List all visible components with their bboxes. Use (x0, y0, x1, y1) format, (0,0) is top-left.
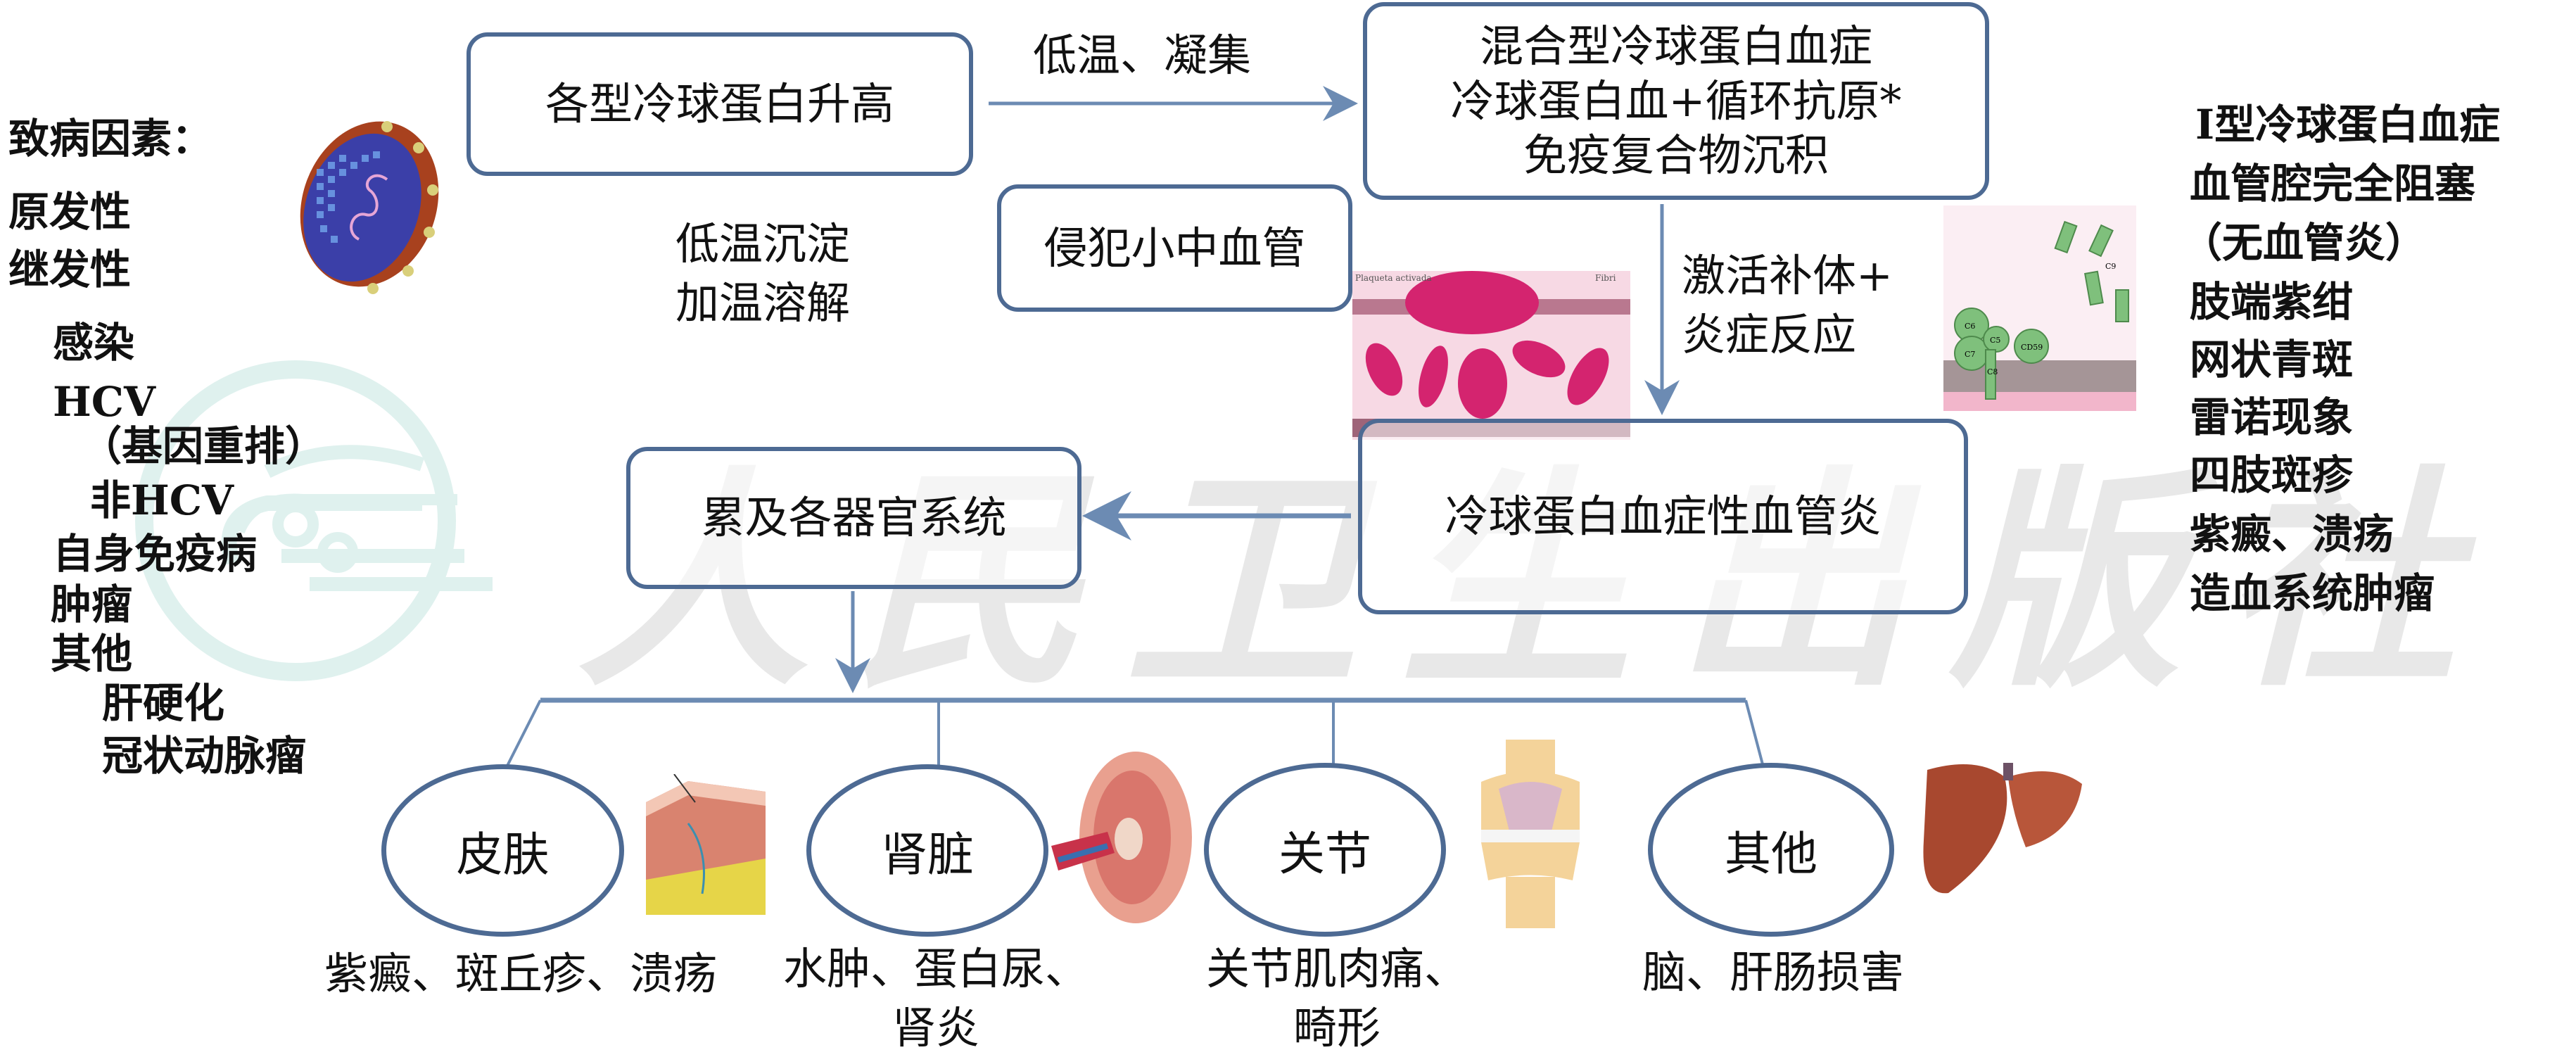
blood-label: Fibri (1595, 273, 1616, 283)
publisher-logo-watermark (135, 360, 493, 681)
skin-layers-icon (646, 774, 766, 915)
note-line: 加温溶解 (675, 277, 851, 329)
skin-illustration-image (646, 774, 766, 915)
organ-label: 关节 (1279, 826, 1371, 881)
type1-item: 紫癜、溃疡 (2190, 510, 2394, 558)
finding-other: 脑、肝肠损害 (1625, 943, 1921, 1002)
branch-other (1744, 700, 1764, 765)
type1-item: 雷诺现象 (2190, 393, 2354, 441)
cause-item: 非HCV (90, 476, 234, 524)
edge-label-complement: 激活补体+ 炎症反应 (1682, 246, 1893, 364)
organ-node-joint: 关节 (1204, 763, 1446, 937)
kidney-icon (1051, 752, 1192, 923)
complement-complex-icon: C6 C7 C5 C8 C9 CD59 (1943, 220, 2136, 411)
note-line: 激活补体+ (1682, 250, 1893, 301)
organ-label: 其他 (1725, 826, 1817, 881)
type1-item: 四肢斑疹 (2190, 451, 2354, 499)
cause-item: 原发性 (8, 188, 132, 236)
type1-title: Ⅰ型冷球蛋白血症 (2195, 101, 2501, 148)
type1-item: 网状青斑 (2190, 336, 2354, 384)
knee-joint-illustration-image (1467, 740, 1594, 928)
edge-label-cold-aggregate: 低温、凝集 (1033, 30, 1252, 81)
node-cryoglobulinemic-vasculitis: 冷球蛋白血症性血管炎 (1358, 419, 1968, 614)
edge-label-precipitate: 低温沉淀 加温溶解 (675, 215, 850, 332)
complement-label: C6 (1965, 322, 1975, 331)
complement-label: CD59 (2021, 343, 2043, 352)
node-label: 累及各器官系统 (701, 492, 1007, 544)
complement-illustration-image: C6 C7 C5 C8 C9 CD59 (1943, 205, 2136, 411)
blood-label: Plaqueta activada (1355, 273, 1432, 283)
node-label-line: 冷球蛋白血+循环抗原* (1450, 75, 1902, 127)
liver-icon (1923, 763, 2082, 894)
finding-line: 脑、肝肠损害 (1642, 947, 1904, 998)
complement-label: C9 (2105, 262, 2116, 271)
complement-label: C8 (1987, 367, 1998, 376)
finding-kidney: 水肿、蛋白尿、 肾炎 (774, 939, 1098, 1057)
finding-line: 畸形 (1293, 1001, 1381, 1053)
branch-skin (506, 700, 542, 766)
node-label: 侵犯小中血管 (1043, 222, 1306, 274)
node-label: 各型冷球蛋白升高 (545, 78, 894, 130)
node-small-medium-vessels: 侵犯小中血管 (997, 184, 1352, 312)
finding-skin: 紫癜、斑丘疹、溃疡 (303, 944, 739, 1004)
organ-node-skin: 皮肤 (381, 764, 624, 937)
cause-item: 自身免疫病 (53, 530, 258, 578)
finding-line: 关节肌肉痛、 (1205, 943, 1468, 994)
cause-item: HCV (53, 378, 156, 426)
type1-item: 肢端紫绀 (2190, 278, 2354, 326)
blood-clot-illustration-image: Plaqueta activada Fibri (1352, 271, 1630, 440)
node-mixed-cryoglobulinemia: 混合型冷球蛋白血症 冷球蛋白血+循环抗原* 免疫复合物沉积 (1363, 2, 1989, 200)
node-label-line: 混合型冷球蛋白血症 (1479, 20, 1872, 72)
cause-item: 感染 (53, 319, 135, 367)
node-label: 冷球蛋白血症性血管炎 (1445, 490, 1882, 543)
blood-cells-icon: Plaqueta activada Fibri (1352, 271, 1630, 437)
node-cryoglobulin-elevated: 各型冷球蛋白升高 (467, 32, 973, 176)
node-label-line: 免疫复合物沉积 (1523, 129, 1829, 182)
cause-item: 肝硬化 (102, 679, 225, 727)
complement-label: C5 (1990, 336, 2000, 345)
type1-item: （无血管炎） (2181, 219, 2427, 267)
finding-joint: 关节肌肉痛、 畸形 (1200, 939, 1474, 1057)
cause-item: 冠状动脉瘤 (102, 732, 307, 780)
note-line: 炎症反应 (1682, 308, 1857, 360)
organ-node-other: 其他 (1648, 763, 1894, 937)
node-organ-systems: 累及各器官系统 (626, 447, 1081, 589)
organ-node-kidney: 肾脏 (806, 764, 1048, 937)
causes-title: 致病因素： (8, 115, 213, 163)
virus-illustration-image (281, 113, 450, 296)
finding-line: 紫癜、斑丘疹、溃疡 (324, 948, 717, 999)
liver-illustration-image (1906, 756, 2095, 897)
type1-item: 造血系统肿瘤 (2190, 569, 2435, 617)
cause-item: 继发性 (8, 246, 132, 293)
cause-item: 肿瘤 (51, 581, 133, 628)
organ-label: 皮肤 (456, 827, 550, 882)
note-line: 低温沉淀 (675, 218, 851, 270)
finding-line: 肾炎 (892, 1001, 979, 1053)
organ-label: 肾脏 (881, 827, 974, 882)
finding-line: 水肿、蛋白尿、 (782, 943, 1089, 994)
complement-label: C7 (1965, 350, 1975, 359)
kidney-illustration-image (1051, 747, 1196, 928)
cause-item: （基因重排） (81, 422, 326, 470)
virus-icon (300, 121, 439, 294)
type1-item: 血管腔完全阻塞 (2190, 160, 2476, 208)
knee-joint-icon (1481, 740, 1580, 928)
cause-item: 其他 (51, 630, 133, 678)
